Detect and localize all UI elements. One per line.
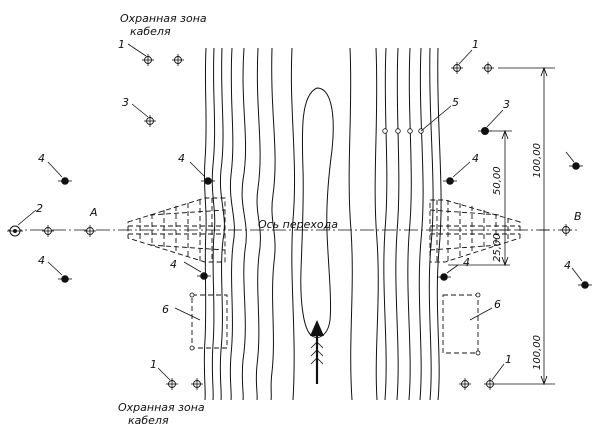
zone-label-bottom: Охранная зона кабеля [118,401,205,427]
marker-1-label-top-left: 1 [118,38,125,51]
marker-4-label-b: 4 [38,254,45,267]
flow-direction-arrow [310,320,324,384]
marker-3-left: 3 [122,96,156,127]
markers-1-top-right: 1 [451,38,494,74]
point-left-axis [42,225,54,237]
right-ramp-structure [429,199,521,263]
zone-label-bottom-line1: Охранная зона [118,401,205,414]
marker-5-label: 5 [452,96,459,109]
marker-4-label-d: 4 [170,258,177,271]
point-a: A [84,206,98,237]
zone-6-right: 6 [442,292,501,356]
zone-label-top-line2: кабеля [130,25,171,38]
left-ramp-structure [127,197,226,263]
point-b-label: B [574,210,582,223]
marker-3-label-right: 3 [503,98,510,111]
left-bank-contours [203,47,276,401]
zone-6-left: 6 [162,292,228,351]
marker-1-label-bottom-left: 1 [150,358,157,371]
zone-label-bottom-line2: кабеля [128,414,169,427]
markers-4: 4 4 4 4 4 4 4 [38,151,592,289]
dim-100-bottom: 100,00 [532,335,543,370]
dim-25: 25,00 [492,233,503,262]
point-a-label: A [89,206,98,219]
marker-6-label-left: 6 [162,303,169,316]
marker-1-label-top-right: 1 [472,38,479,51]
markers-1-bottom-right: 1 [459,353,512,390]
marker-4-label-c: 4 [178,152,185,165]
marker-6-label-right: 6 [494,298,501,311]
dim-100-top: 100,00 [532,143,543,178]
dimension-lines [448,66,555,386]
marker-4-label-e: 4 [472,152,479,165]
marker-4-label-f: 4 [463,256,470,269]
marker-4-label-a: 4 [38,152,45,165]
markers-1-top-left: 1 [118,38,184,66]
dim-50: 50,00 [492,166,503,195]
marker-3-label-left: 3 [122,96,129,109]
island-contour [300,87,334,338]
point-2: 2 [7,202,43,237]
zone-label-top: Охранная зона кабеля [120,12,207,38]
marker-3-right: 3 [478,98,510,135]
marker-1-label-bottom-right: 1 [505,353,512,366]
axis-label: Ось перехода [258,218,338,231]
point-b: B [560,210,582,236]
marker-2-label: 2 [36,202,43,215]
zone-label-top-line1: Охранная зона [120,12,207,25]
line-5-marker-points: 5 [382,96,459,134]
markers-1-bottom-left: 1 [150,358,203,390]
marker-4-label-g: 4 [564,259,571,272]
right-bank-contours [383,47,442,401]
